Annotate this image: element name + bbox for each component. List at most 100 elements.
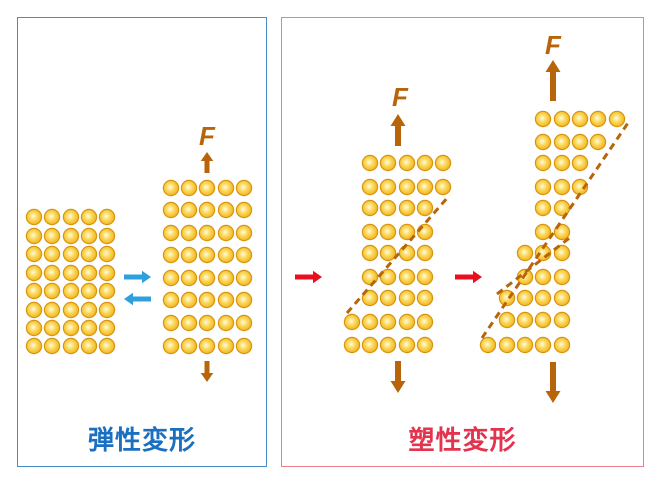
process-arrow-right-icon xyxy=(455,270,482,284)
atom xyxy=(217,314,235,332)
atom xyxy=(198,291,216,309)
atom xyxy=(534,110,552,128)
atom xyxy=(434,178,452,196)
atom xyxy=(180,179,198,197)
atom xyxy=(235,179,253,197)
atom xyxy=(416,289,434,307)
atom xyxy=(343,313,361,331)
force-arrow-up-icon xyxy=(390,114,406,146)
atom xyxy=(589,110,607,128)
atom xyxy=(198,179,216,197)
atom xyxy=(62,208,80,226)
atom xyxy=(25,227,43,245)
atom xyxy=(235,291,253,309)
atom xyxy=(553,178,571,196)
atom xyxy=(361,154,379,172)
atom xyxy=(379,199,397,217)
force-arrow-down-icon xyxy=(200,361,214,382)
atom xyxy=(217,224,235,242)
force-label-plastic-2: F xyxy=(545,30,562,60)
atom xyxy=(553,268,571,286)
process-arrow-right-icon xyxy=(295,270,322,284)
atom xyxy=(43,227,61,245)
atom xyxy=(25,282,43,300)
atom xyxy=(553,199,571,217)
atom xyxy=(162,246,180,264)
atom xyxy=(180,201,198,219)
atom xyxy=(98,264,116,282)
atom xyxy=(553,244,571,262)
slip-line xyxy=(345,196,450,314)
atom xyxy=(416,199,434,217)
atom xyxy=(416,313,434,331)
atom xyxy=(25,337,43,355)
atom xyxy=(162,269,180,287)
atom xyxy=(398,268,416,286)
atom xyxy=(98,245,116,263)
atom xyxy=(416,244,434,262)
atom xyxy=(361,336,379,354)
atom xyxy=(608,110,626,128)
atom xyxy=(589,133,607,151)
atom xyxy=(43,282,61,300)
atom xyxy=(43,245,61,263)
atom xyxy=(180,314,198,332)
atom xyxy=(217,179,235,197)
atom xyxy=(198,224,216,242)
atom xyxy=(416,178,434,196)
atom xyxy=(217,291,235,309)
atom xyxy=(516,311,534,329)
atom xyxy=(534,289,552,307)
atom xyxy=(434,154,452,172)
atom xyxy=(416,154,434,172)
atom xyxy=(361,289,379,307)
atom xyxy=(98,227,116,245)
atom xyxy=(379,244,397,262)
atom xyxy=(553,311,571,329)
atom xyxy=(516,289,534,307)
atom xyxy=(62,264,80,282)
atom xyxy=(361,223,379,241)
atom xyxy=(80,245,98,263)
atom xyxy=(98,282,116,300)
atom xyxy=(217,246,235,264)
atom xyxy=(43,337,61,355)
atom xyxy=(398,178,416,196)
atom xyxy=(80,208,98,226)
atom xyxy=(162,314,180,332)
force-label-plastic-1: F xyxy=(392,82,409,112)
atom xyxy=(498,336,516,354)
atom xyxy=(553,336,571,354)
atom xyxy=(62,301,80,319)
atom xyxy=(80,227,98,245)
atom xyxy=(361,244,379,262)
atom xyxy=(235,246,253,264)
atom xyxy=(361,178,379,196)
atom xyxy=(162,224,180,242)
atom xyxy=(534,311,552,329)
atom xyxy=(235,201,253,219)
atom xyxy=(516,336,534,354)
atom xyxy=(80,337,98,355)
atom xyxy=(379,154,397,172)
atom xyxy=(80,264,98,282)
atom xyxy=(98,208,116,226)
atom xyxy=(379,313,397,331)
atom xyxy=(25,319,43,337)
atom xyxy=(180,224,198,242)
atom xyxy=(498,311,516,329)
atom xyxy=(62,227,80,245)
atom xyxy=(534,133,552,151)
atom xyxy=(553,289,571,307)
atom xyxy=(98,337,116,355)
atom xyxy=(25,208,43,226)
atom xyxy=(62,319,80,337)
atom xyxy=(43,319,61,337)
atom xyxy=(25,264,43,282)
force-arrow-down-icon xyxy=(545,362,561,403)
force-arrow-up-icon xyxy=(200,152,214,173)
atom xyxy=(379,223,397,241)
atom xyxy=(80,301,98,319)
atom xyxy=(534,199,552,217)
